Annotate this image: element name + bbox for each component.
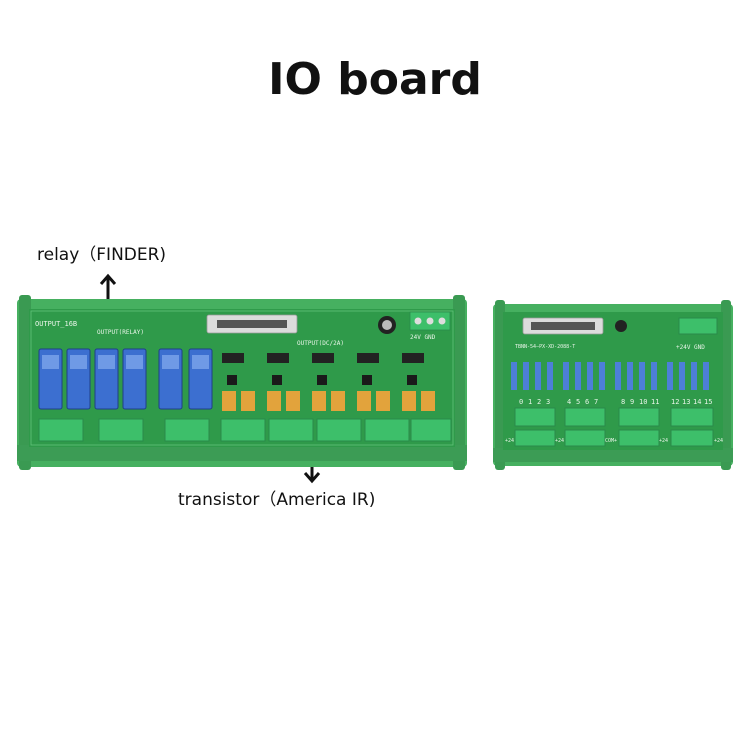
channel-number: 13 — [682, 398, 690, 406]
relay-transistor-output-board: OUTPUT_16B OUTPUT(RELAY) OUTPUT(DC/2A) 2… — [17, 295, 467, 470]
bottom-silk-labels: +24 +24 COM+ +24 +24 — [505, 438, 723, 444]
page-title: IO board — [268, 54, 482, 105]
channel-number: 14 — [693, 398, 701, 406]
channel-number: 1 — [528, 398, 532, 406]
model-silk-label: TBNN-54—PX-XD-2088-T — [515, 344, 575, 350]
channel-number: 0 — [519, 398, 523, 406]
channel-number: 9 — [630, 398, 634, 406]
channel-number: 7 — [594, 398, 598, 406]
relay-section-label: OUTPUT(RELAY) — [97, 329, 144, 336]
bottom-label: +24 — [505, 438, 514, 444]
channel-number: 10 — [639, 398, 647, 406]
channel-number: 11 — [651, 398, 659, 406]
output-terminal-blocks — [38, 418, 452, 442]
channel-number: 15 — [704, 398, 712, 406]
channel-number: 8 — [621, 398, 625, 406]
channel-number: 12 — [671, 398, 679, 406]
board-silk-label: OUTPUT_16B — [35, 320, 77, 328]
channel-number: 2 — [537, 398, 541, 406]
input-board: TBNN-54—PX-XD-2088-T +24V GND 0 1 2 3 4 … — [493, 300, 733, 470]
relay-label: relay（FINDER) — [37, 245, 167, 265]
transistor-bank — [222, 353, 435, 411]
channel-number: 4 — [567, 398, 571, 406]
channel-number: 3 — [546, 398, 550, 406]
channel-number: 6 — [585, 398, 589, 406]
channel-number: 5 — [576, 398, 580, 406]
bottom-label: +24 — [714, 438, 723, 444]
power-label: 24V GND — [410, 334, 436, 341]
transistor-label: transistor（America IR) — [178, 490, 376, 510]
power-terminal-right — [678, 317, 718, 335]
dc-section-label: OUTPUT(DC/2A) — [297, 340, 344, 347]
input-terminal-blocks — [514, 407, 714, 447]
channel-numbers: 0 1 2 3 4 5 6 7 8 9 10 11 12 13 14 15 — [519, 398, 712, 406]
bottom-label: COM+ — [605, 438, 617, 444]
bottom-label: +24 — [659, 438, 668, 444]
capacitor-right — [615, 320, 627, 332]
relay-up-arrow-icon — [99, 273, 117, 300]
relay-bank — [38, 348, 213, 410]
bottom-label: +24 — [555, 438, 564, 444]
power-silk-label: +24V GND — [676, 344, 705, 351]
resistor-array — [511, 362, 709, 390]
